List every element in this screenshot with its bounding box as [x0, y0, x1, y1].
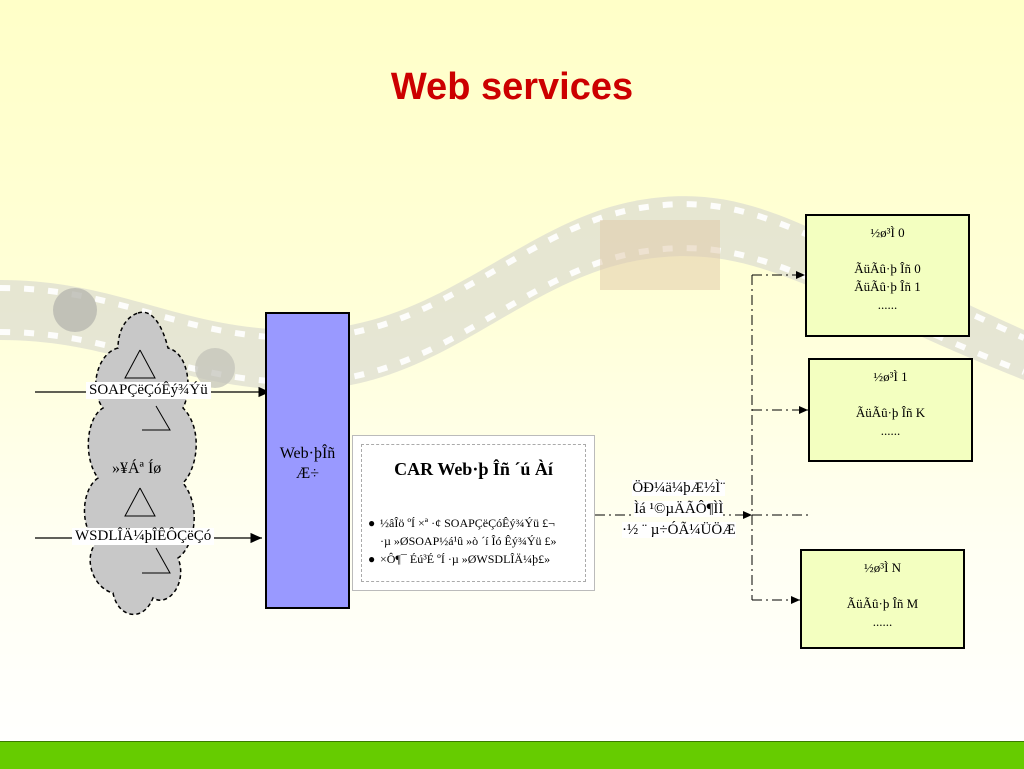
- middleware-label: ÖÐ¼ä¼þÆ½Ì¨ Ìá ¹©µÄÃÔ¶ÌÌ ·½ ¨ µ÷ÓÃ¼ÜÖÆ: [622, 478, 736, 541]
- middleware-line1: ÖÐ¼ä¼þÆ½Ì¨: [632, 480, 726, 496]
- internet-label: »¥Áª Íø: [112, 460, 162, 477]
- bullet-icon: ●: [368, 552, 376, 566]
- car-bullet-2-text: ×Ô¶¯ Éú³É ºÍ ·µ »ØWSDLÎÄ¼þ£»: [380, 552, 551, 566]
- film-number-2-icon: [195, 348, 235, 388]
- middleware-line2: Ìá ¹©µÄÃÔ¶ÌÌ: [634, 501, 724, 517]
- car-bullet-1: ● ½âÎö ºÍ ×ª ·¢ SOAPÇëÇóÊý¾Ýü £¬: [368, 515, 555, 532]
- bullet-icon: ●: [368, 516, 376, 530]
- web-server-box: Web·þÎñ Æ÷: [265, 312, 350, 609]
- process-box-0: ½ø³Ì 0 ÃüÃû·þ Îñ 0 ÃüÃû·þ Îñ 1 ......: [805, 214, 970, 337]
- more-ellipsis: ......: [872, 614, 893, 629]
- car-proxy-inner-frame: CAR Web·þ Îñ ´ú Àí ● ½âÎö ºÍ ×ª ·¢ SOAPÇë…: [361, 444, 586, 582]
- process-title: ½ø³Ì 0: [870, 225, 905, 240]
- process-box-1: ½ø³Ì 1 ÃüÃû·þ Îñ K ......: [808, 358, 973, 462]
- web-server-label-line2: Æ÷: [295, 465, 319, 482]
- middleware-line3: ·½ ¨ µ÷ÓÃ¼ÜÖÆ: [622, 522, 736, 538]
- process-title: ½ø³Ì 1: [873, 369, 908, 384]
- service-item: ÃüÃû·þ Îñ K: [855, 405, 926, 420]
- wsdl-request-label: WSDLÎÄ¼þÎÊÔÇëÇó: [72, 528, 215, 545]
- car-bullet-1-line2: ·µ »ØSOAP½á¹û »ò ´í Îó Êý¾Ýü £»: [380, 534, 557, 548]
- process-title: ½ø³Ì N: [863, 560, 902, 575]
- film-number-3-icon: [53, 288, 97, 332]
- slide-title: Web services: [390, 66, 634, 108]
- process-box-n: ½ø³Ì N ÃüÃû·þ Îñ M ......: [800, 549, 965, 649]
- service-item: ÃüÃû·þ Îñ 0: [854, 261, 921, 276]
- map-picture-icon: [600, 220, 720, 290]
- soap-request-label: SOAPÇëÇóÊý¾Ýü: [86, 382, 211, 399]
- service-item: ÃüÃû·þ Îñ M: [846, 596, 919, 611]
- car-proxy-box: CAR Web·þ Îñ ´ú Àí ● ½âÎö ºÍ ×ª ·¢ SOAPÇë…: [352, 435, 595, 591]
- footer-bar: [0, 741, 1024, 769]
- more-ellipsis: ......: [877, 297, 898, 312]
- car-proxy-title: CAR Web·þ Îñ ´ú Àí: [394, 459, 553, 479]
- car-bullet-2: ● ×Ô¶¯ Éú³É ºÍ ·µ »ØWSDLÎÄ¼þ£»: [368, 551, 550, 568]
- web-server-label-line1: Web·þÎñ: [279, 445, 336, 462]
- service-item: ÃüÃû·þ Îñ 1: [854, 279, 921, 294]
- car-bullet-1-line1: ½âÎö ºÍ ×ª ·¢ SOAPÇëÇóÊý¾Ýü £¬: [380, 516, 555, 530]
- more-ellipsis: ......: [880, 423, 901, 438]
